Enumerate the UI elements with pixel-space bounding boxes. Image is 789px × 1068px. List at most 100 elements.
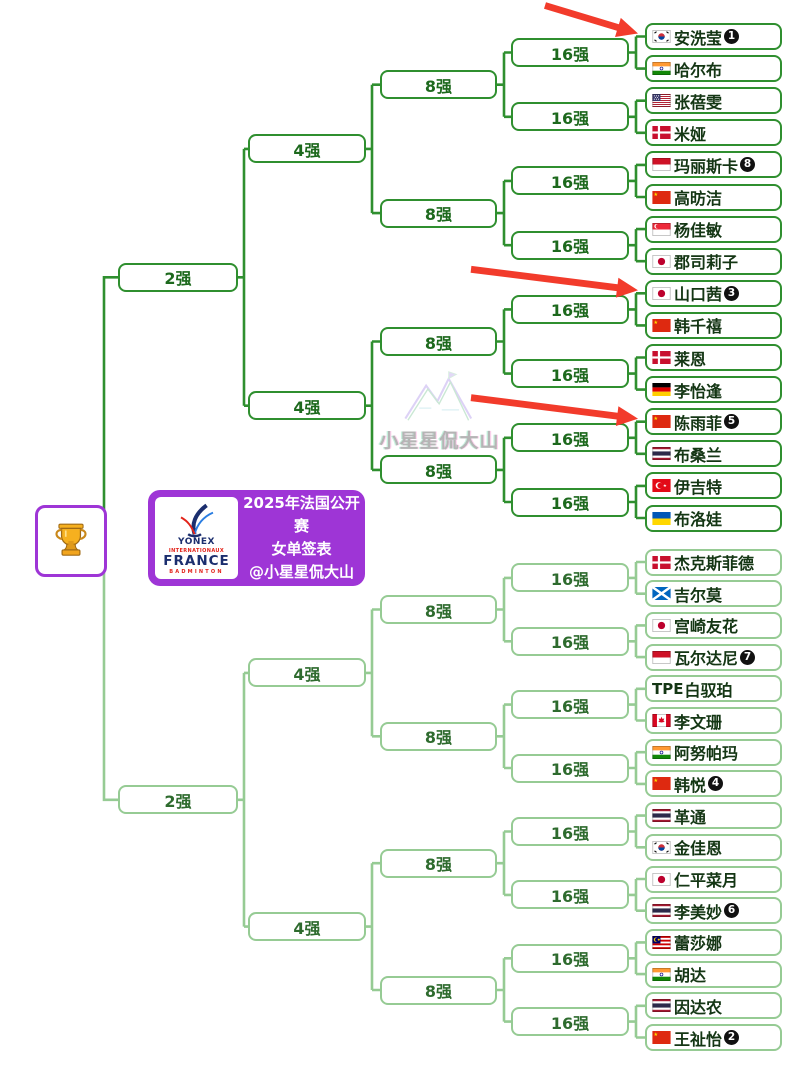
player-name: 仁平菜月 xyxy=(674,871,739,890)
logo-subtitle: INTERNATIONAUX xyxy=(168,548,225,555)
quarterfinal-label: 8强 xyxy=(424,982,453,1001)
player-name: 山口茜 xyxy=(674,285,723,305)
player-name: 吉尔莫 xyxy=(674,585,723,605)
bracket-connector xyxy=(629,292,645,327)
round-of-16-box-4: 16强 xyxy=(511,230,629,260)
flag-sct-icon xyxy=(652,587,671,601)
round-of-16-label: 16强 xyxy=(550,760,590,779)
player-box-8: 郡司莉子 xyxy=(645,247,782,275)
player-box-17: 杰克斯菲德 xyxy=(645,548,782,576)
quarterfinal-box-4: 8强 xyxy=(380,455,497,485)
champion-trophy-box xyxy=(35,505,107,577)
round-of-16-box-8: 16强 xyxy=(511,487,629,517)
flag-th-icon xyxy=(652,809,671,823)
flag-cn-icon xyxy=(652,777,671,791)
flag-ua-icon xyxy=(652,511,671,525)
round-of-16-label: 16强 xyxy=(550,44,590,64)
bracket-connector xyxy=(629,560,645,595)
seed-badge: 2 xyxy=(724,1030,740,1045)
quarterfinal-label: 8强 xyxy=(424,728,453,748)
bracket-connector xyxy=(629,750,645,786)
seed-badge: 1 xyxy=(724,29,740,44)
seed-badge: 7 xyxy=(740,649,756,665)
event-title-line1: 2025年法国公开赛 xyxy=(243,493,360,535)
bracket-connector xyxy=(497,308,511,375)
yonex-france-logo: YONEX INTERNATIONAUX FRANCE BADMINTON xyxy=(155,497,238,579)
event-title-line3: @小星星侃大山 xyxy=(248,563,354,582)
flag-cn-icon xyxy=(652,1031,671,1044)
round-of-16-box-12: 16强 xyxy=(511,753,629,783)
bracket-connector xyxy=(497,703,511,770)
flag-id-icon xyxy=(652,158,671,172)
round-of-16-label: 16强 xyxy=(550,172,590,192)
bracket-connector xyxy=(497,957,511,1023)
flag-kr-icon xyxy=(652,30,671,43)
flag-dk-icon xyxy=(652,126,671,140)
player-name: 张蓓雯 xyxy=(674,92,723,112)
player-box-29: 蕾莎娜 xyxy=(645,928,782,956)
watermark: 小星星侃大山 xyxy=(372,370,507,453)
player-box-14: 布桑兰 xyxy=(645,440,782,468)
player-name: 哈尔布 xyxy=(674,60,723,80)
player-name: 韩千禧 xyxy=(674,317,723,337)
player-box-7: 杨佳敏 xyxy=(645,215,782,243)
round-of-16-label: 16强 xyxy=(550,1013,590,1033)
quarterfinal-box-6: 8强 xyxy=(380,721,497,751)
round-of-16-box-7: 16强 xyxy=(511,423,629,453)
flag-jp-icon xyxy=(652,254,671,268)
flag-ca-icon xyxy=(652,714,671,727)
round-of-16-label: 16强 xyxy=(550,237,590,257)
round-of-16-box-13: 16强 xyxy=(511,817,629,846)
player-name: 胡达 xyxy=(674,966,707,986)
bracket-connector xyxy=(366,83,380,215)
seed-badge: 5 xyxy=(724,414,740,430)
bracket-connector xyxy=(497,51,511,119)
player-box-18: 吉尔莫 xyxy=(645,580,782,608)
flag-th-icon xyxy=(652,999,671,1013)
round-of-16-box-5: 16强 xyxy=(511,294,629,324)
seed-badge: 8 xyxy=(740,157,756,173)
quarterfinal-box-7: 8强 xyxy=(380,848,497,878)
player-box-23: 阿努帕玛 xyxy=(645,738,782,766)
player-name: 李文珊 xyxy=(674,712,723,732)
player-name: 金佳恩 xyxy=(674,839,723,859)
player-name: 布洛娃 xyxy=(674,510,723,529)
quarterfinal-box-2: 8强 xyxy=(380,198,497,228)
bracket-connector xyxy=(629,484,645,520)
semifinal-box-3: 4强 xyxy=(248,658,366,688)
round-of-16-label: 16强 xyxy=(550,633,590,653)
watermark-text: 小星星侃大山 xyxy=(379,430,500,452)
round-of-16-label: 16强 xyxy=(550,950,590,970)
quarterfinal-box-8: 8强 xyxy=(380,975,497,1005)
player-box-3: 张蓓雯 xyxy=(645,87,782,115)
flag-in-icon xyxy=(652,62,671,76)
bracket-connector xyxy=(629,420,645,456)
player-box-19: 宫崎友花 xyxy=(645,611,782,639)
player-name: 李美妙 xyxy=(674,902,723,922)
round-of-16-box-14: 16强 xyxy=(511,880,629,910)
flag-cn-icon xyxy=(652,415,671,429)
flag-de-icon xyxy=(652,383,671,397)
event-title: 2025年法国公开赛 女单签表 @小星星侃大山 xyxy=(238,492,365,585)
quarterfinal-label: 8强 xyxy=(424,855,453,875)
player-box-11: 莱恩 xyxy=(645,344,782,371)
player-box-25: 革通 xyxy=(645,802,782,830)
player-name: 高昉洁 xyxy=(674,189,723,208)
bracket-connector xyxy=(497,830,511,897)
quarterfinal-label: 8强 xyxy=(424,333,453,353)
quarterfinal-label: 8强 xyxy=(424,76,453,96)
flag-id-icon xyxy=(652,650,671,664)
bracket-connector xyxy=(629,227,645,263)
bracket-connector xyxy=(629,877,645,912)
event-title-line2: 女单签表 xyxy=(271,540,332,558)
bracket-connector xyxy=(629,941,645,976)
flag-th-icon xyxy=(652,904,671,918)
flag-cn-icon xyxy=(652,190,671,204)
bracket-connector xyxy=(497,179,511,247)
